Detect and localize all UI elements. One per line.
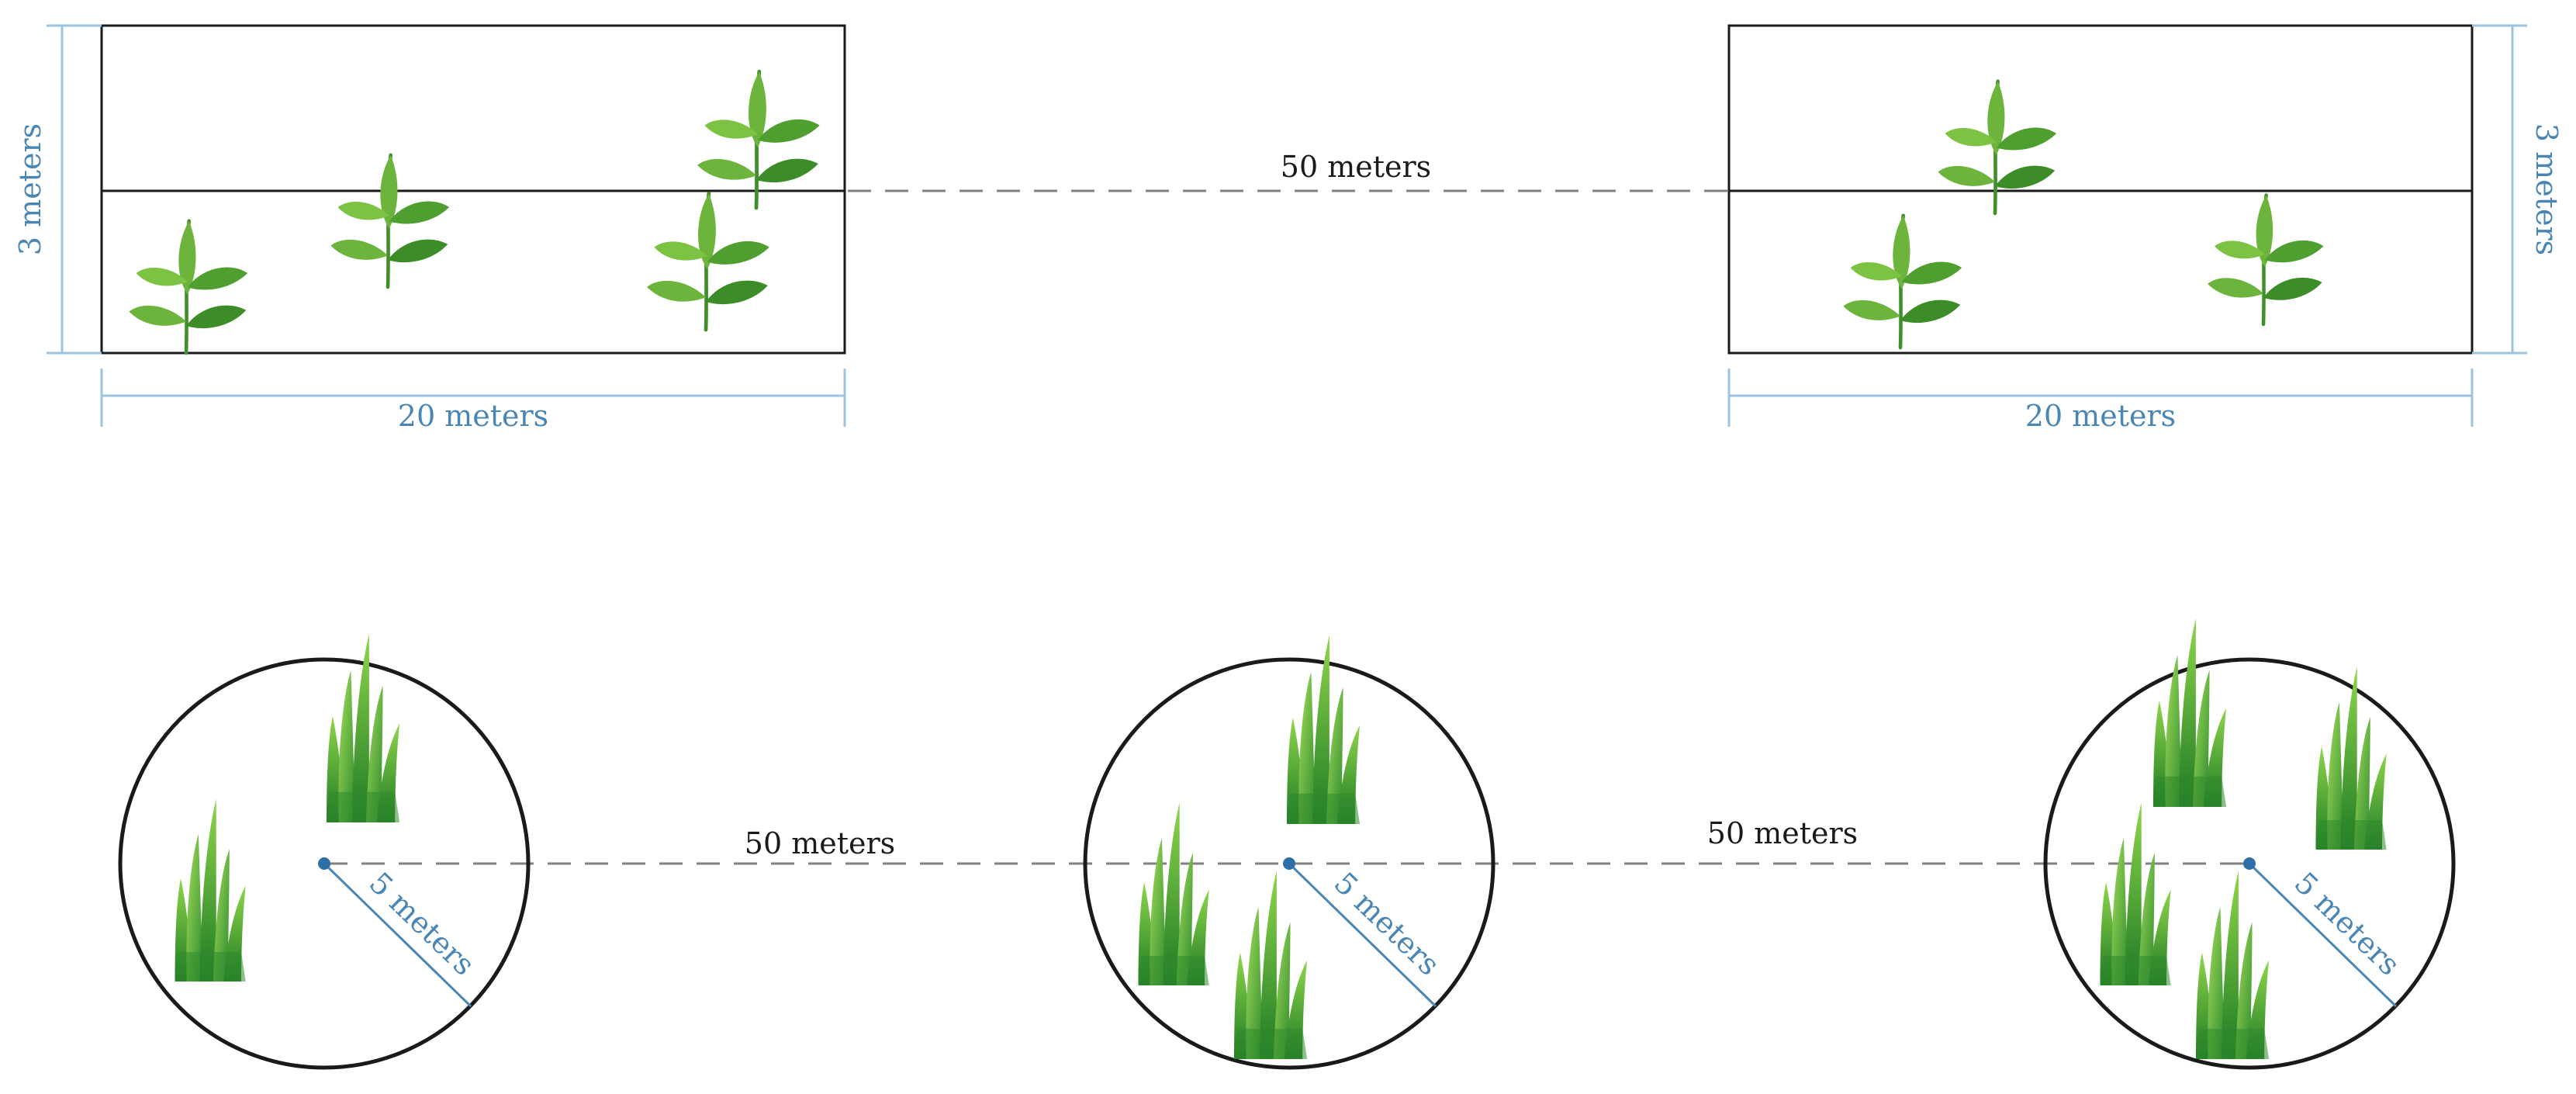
seedling-icon bbox=[129, 221, 247, 353]
grass-tuft-icon bbox=[2153, 618, 2227, 807]
plot-3-center-point bbox=[2243, 857, 2256, 870]
plot-spacing-label-1: 50 meters bbox=[745, 826, 895, 860]
seedling-icon bbox=[647, 193, 769, 330]
circular-plot-2: 5 meters bbox=[1083, 635, 1495, 1070]
transect-2: 3 meters 20 meters bbox=[1727, 24, 2564, 433]
circular-plot-1: 5 meters bbox=[118, 633, 531, 1070]
grass-tuft-icon bbox=[2315, 666, 2387, 850]
transect-2-height-label: 3 meters bbox=[2529, 123, 2564, 255]
seedling-icon bbox=[330, 155, 449, 287]
grass-tuft-icon bbox=[2100, 802, 2171, 985]
plot-1-center-point bbox=[318, 857, 330, 870]
grass-tuft-icon bbox=[1138, 802, 1209, 985]
seedling-icon bbox=[697, 71, 820, 208]
transect-2-rectangle bbox=[1727, 24, 2474, 355]
plot-1-boundary bbox=[118, 657, 531, 1070]
plot-3-radius-label: 5 meters bbox=[2288, 866, 2407, 982]
plot-2-center-point bbox=[1283, 857, 1295, 870]
transect-1-width-label: 20 meters bbox=[398, 399, 548, 433]
plot-2-boundary bbox=[1083, 657, 1495, 1070]
plot-1-radius-label: 5 meters bbox=[363, 866, 482, 982]
plot-1-radius-line bbox=[323, 862, 472, 1008]
seedling-icon bbox=[1843, 216, 1962, 348]
transect-spacing-label: 50 meters bbox=[1281, 150, 1431, 184]
plot-3-boundary bbox=[2043, 657, 2456, 1070]
grass-tuft-icon bbox=[2196, 870, 2270, 1059]
grass-tuft-icon bbox=[1234, 870, 1308, 1059]
seedling-icon bbox=[1938, 81, 2056, 213]
plot-2-radius-line bbox=[1288, 862, 1437, 1008]
transect-1: 3 meters 20 meters bbox=[13, 24, 846, 433]
transect-1-rectangle bbox=[100, 24, 846, 355]
circular-plot-3: 5 meters bbox=[2043, 618, 2456, 1070]
plot-spacing-label-2: 50 meters bbox=[1707, 816, 1858, 850]
grass-tuft-icon bbox=[175, 798, 246, 981]
transect-2-width-label: 20 meters bbox=[2025, 399, 2176, 433]
plot-2-radius-label: 5 meters bbox=[1328, 866, 1447, 982]
plot-3-radius-line bbox=[2248, 862, 2398, 1008]
transect-1-height-label: 3 meters bbox=[13, 123, 47, 255]
seedling-icon bbox=[2208, 196, 2323, 325]
